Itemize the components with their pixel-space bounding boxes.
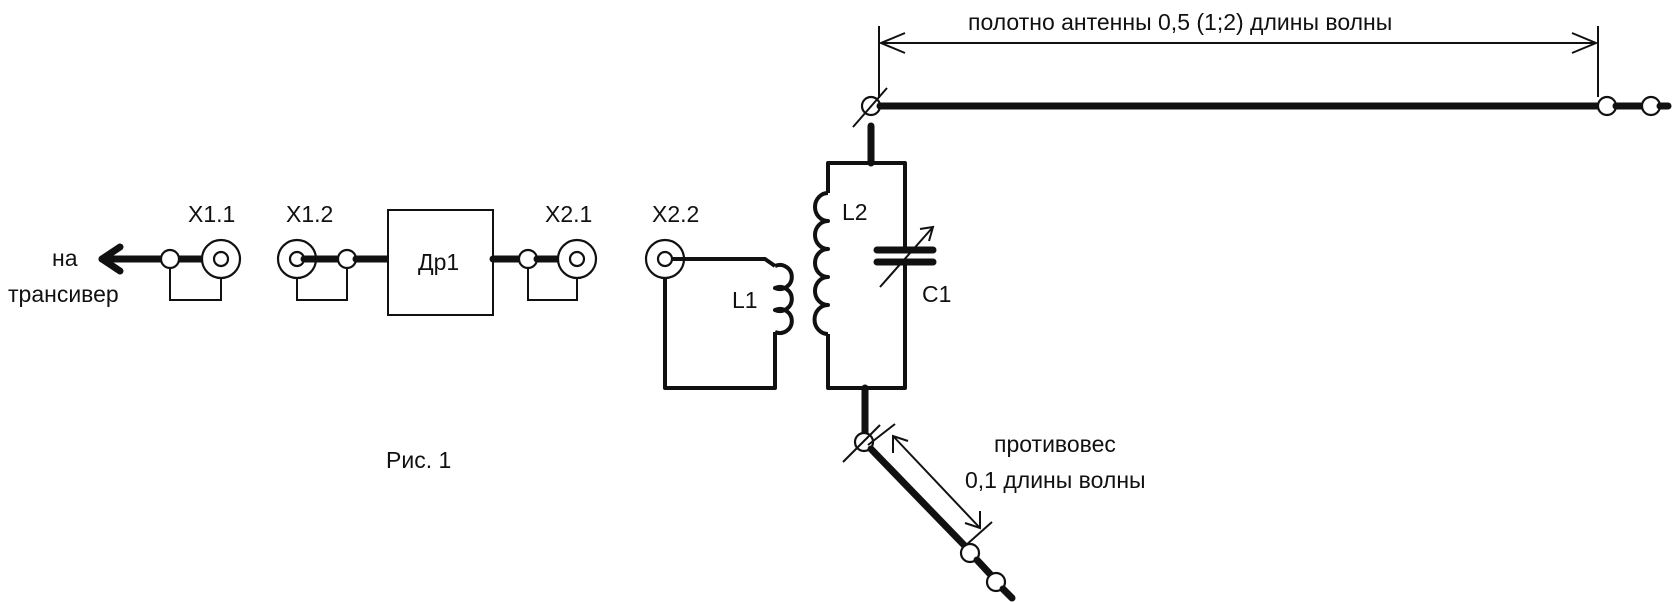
counterpoise-label-line1: противовес: [994, 431, 1116, 457]
choke-dr1-label: Др1: [418, 249, 459, 275]
choke-dr1: [387, 209, 494, 316]
connector-x2-2-label: X2.2: [652, 201, 699, 227]
transceiver-label-line2: трансивер: [8, 281, 119, 307]
figure-caption: Рис. 1: [386, 447, 451, 473]
counterpoise-dimension: [867, 423, 993, 547]
antenna-dimension: [878, 26, 1599, 98]
connector-x1-1: [159, 238, 242, 301]
capacitor-c1-label: C1: [922, 281, 951, 307]
tank-circuit: [812, 161, 937, 390]
connector-x1-2: [276, 238, 392, 301]
connector-x1-2-label: X1.2: [286, 201, 333, 227]
antenna-wire: [852, 87, 1672, 167]
coil-l2-label: L2: [842, 199, 868, 225]
antenna-length-label: полотно антенны 0,5 (1;2) длины волны: [968, 9, 1392, 35]
coil-l1-circuit: [663, 257, 794, 390]
connector-x2-1-label: X2.1: [545, 201, 592, 227]
counterpoise-wire: [842, 384, 1016, 602]
transceiver-label-line1: на: [52, 245, 78, 271]
connector-x2-1: [489, 238, 598, 301]
connector-x1-1-label: X1.1: [188, 201, 235, 227]
transceiver-arrow: [98, 243, 172, 275]
counterpoise-label-line2: 0,1 длины волны: [965, 467, 1146, 493]
coil-l1-label: L1: [732, 287, 758, 313]
